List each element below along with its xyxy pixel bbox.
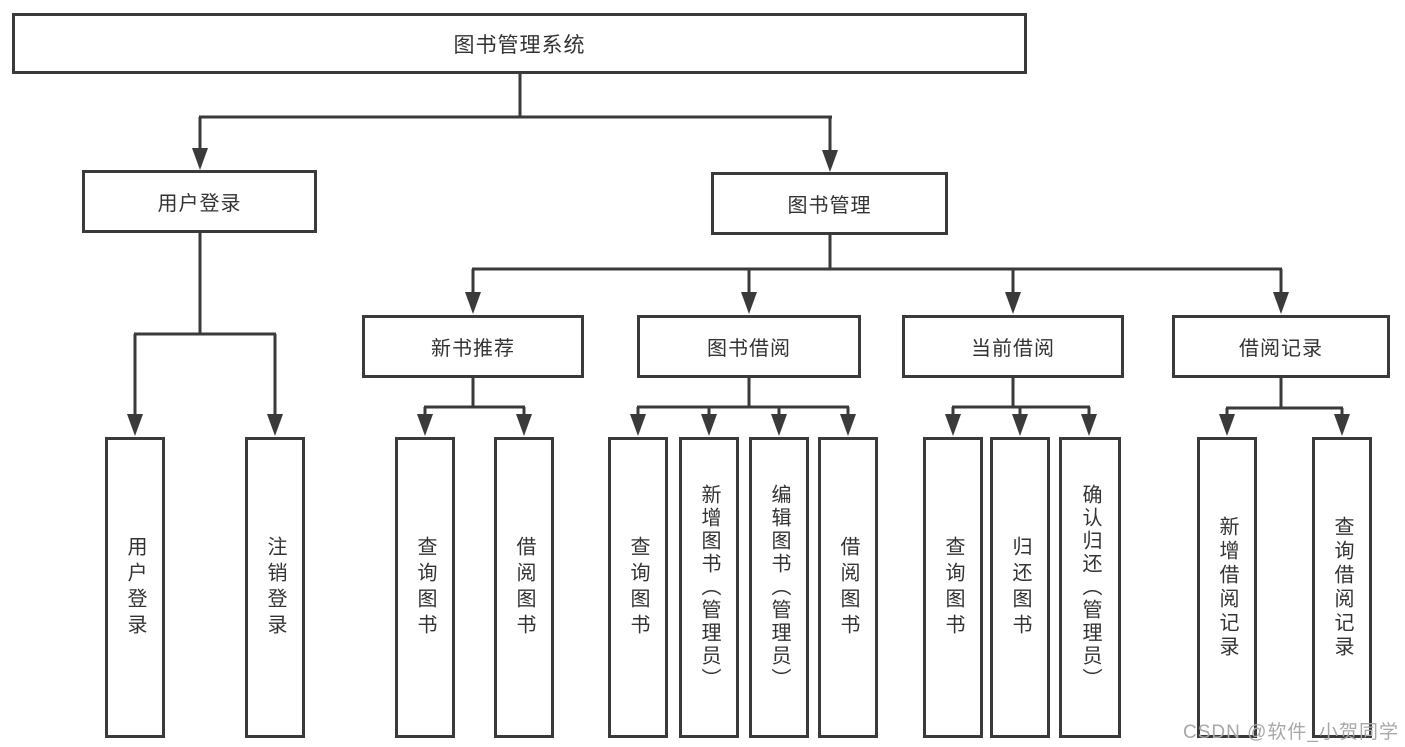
connector-user-login-to-children [127, 233, 283, 436]
arrowhead [1219, 414, 1235, 436]
node-root-system: 图书管理系统 [12, 13, 1027, 74]
node-borrow-records: 借阅记录 [1172, 315, 1390, 378]
node-user-login-branch: 用户登录 [82, 170, 317, 233]
leaf-query-books-current: 查询图书 [923, 437, 983, 738]
connector-book-borrow-to-children [630, 378, 856, 436]
arrowhead [1005, 292, 1021, 314]
leaf-query-books-recommend: 查询图书 [395, 437, 455, 738]
leaf-edit-books-admin: 编辑图书（管理员） [749, 437, 809, 738]
arrowhead [771, 414, 787, 436]
arrowhead [192, 148, 208, 170]
leaf-add-books-admin: 新增图书（管理员） [679, 437, 739, 738]
leaf-query-borrow-record: 查询借阅记录 [1312, 437, 1372, 738]
leaf-borrow-books: 借阅图书 [818, 437, 878, 738]
arrowhead [516, 414, 532, 436]
node-book-mgmt-branch: 图书管理 [711, 172, 948, 235]
leaf-confirm-return-admin: 确认归还（管理员） [1059, 437, 1121, 738]
arrowhead [1334, 414, 1350, 436]
arrowhead [1273, 292, 1289, 314]
connector-root-to-branches [192, 74, 838, 172]
arrowhead [822, 150, 838, 172]
arrowhead [267, 414, 283, 436]
leaf-add-borrow-record: 新增借阅记录 [1197, 437, 1257, 738]
arrowhead [945, 414, 961, 436]
arrowhead [630, 414, 646, 436]
leaf-logout: 注销登录 [245, 437, 305, 738]
connector-book-mgmt-to-children [465, 235, 1289, 314]
leaf-borrow-books-recommend: 借阅图书 [494, 437, 554, 738]
arrowhead [417, 414, 433, 436]
connector-borrow-records-to-children [1219, 378, 1350, 436]
arrowhead [701, 414, 717, 436]
csdn-watermark: CSDN @软件_小贺同学 [1183, 722, 1399, 743]
leaf-user-login: 用户登录 [105, 437, 165, 738]
arrowhead [741, 292, 757, 314]
arrowhead [1081, 414, 1097, 436]
arrowhead [465, 292, 481, 314]
connector-current-borrow-to-children [945, 378, 1097, 436]
arrowhead [127, 414, 143, 436]
connector-new-book-rec-to-children [417, 378, 532, 436]
node-new-book-recommend: 新书推荐 [362, 315, 584, 378]
leaf-query-books-borrowing: 查询图书 [608, 437, 668, 738]
arrowhead [1012, 414, 1028, 436]
node-current-borrowing: 当前借阅 [902, 315, 1124, 378]
leaf-return-books: 归还图书 [990, 437, 1050, 738]
node-book-borrowing: 图书借阅 [637, 315, 861, 378]
arrowhead [840, 414, 856, 436]
